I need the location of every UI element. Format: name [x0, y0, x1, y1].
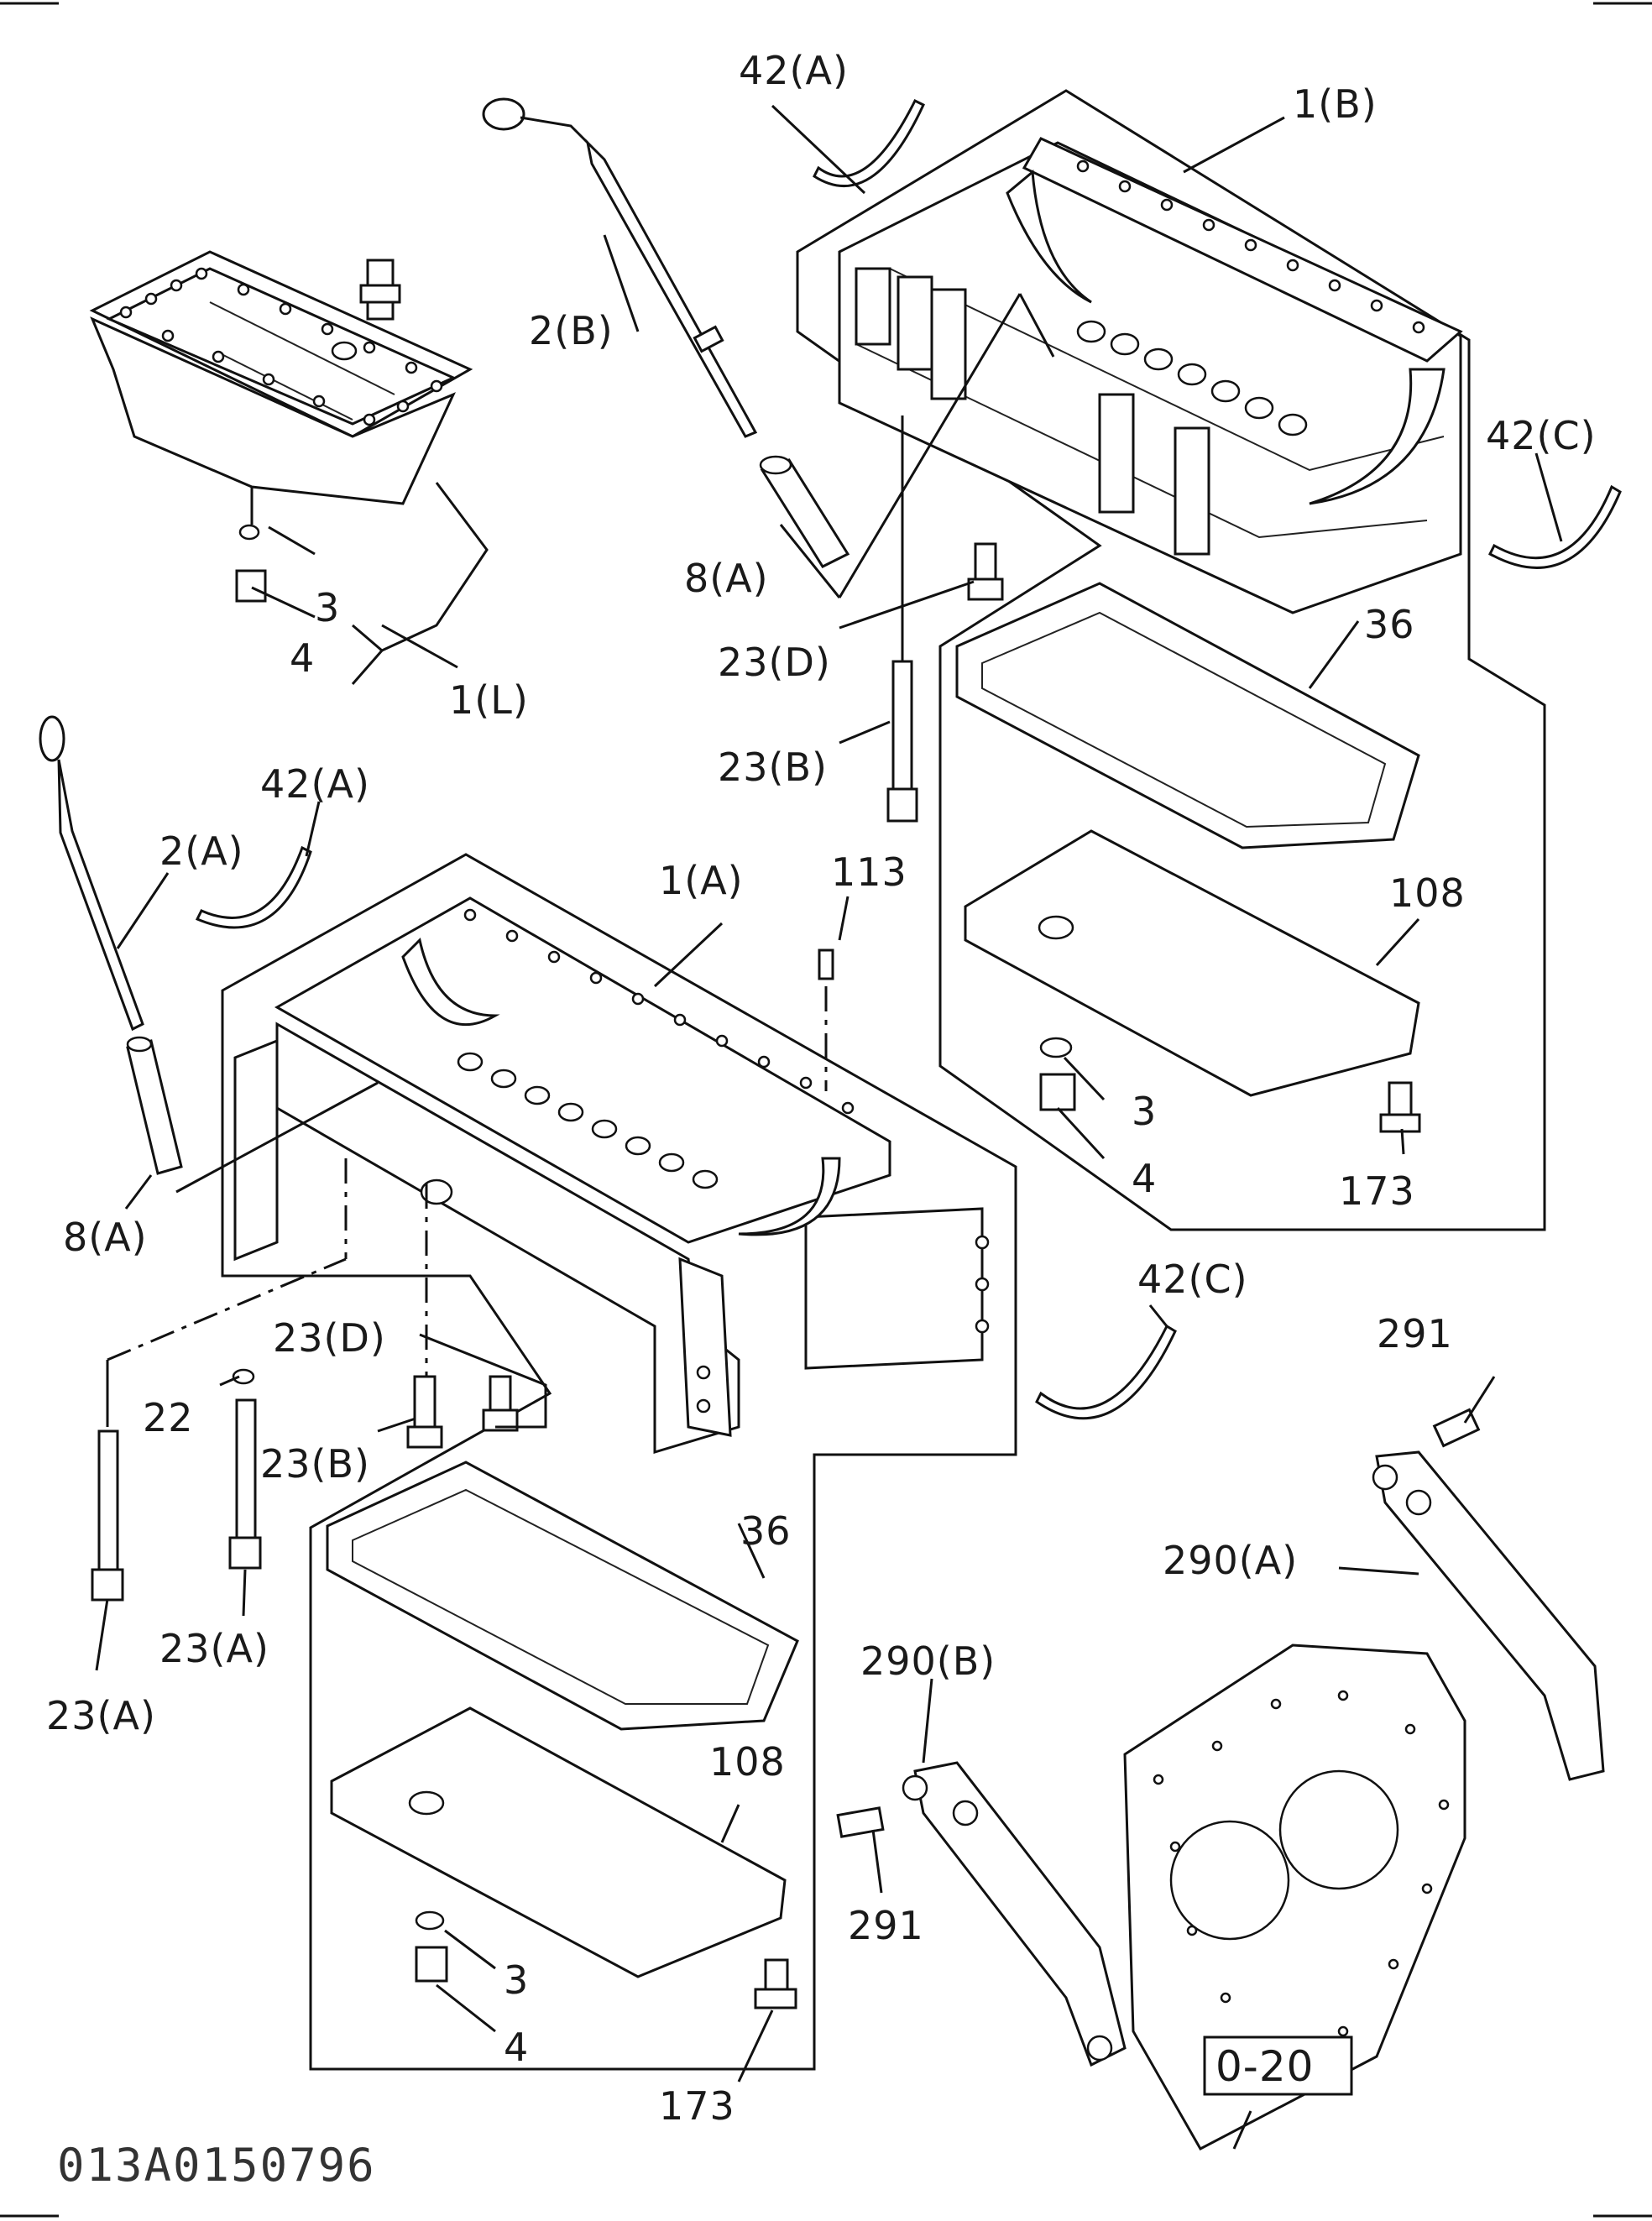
label-4-bottom: 4 — [504, 2025, 529, 2070]
label-2a: 2(A) — [159, 828, 244, 874]
label-1a: 1(A) — [659, 858, 744, 903]
bracket-290b-part — [836, 1761, 1127, 2067]
reference-box: 0-20 — [1203, 2035, 1353, 2096]
label-290a: 290(A) — [1163, 1538, 1298, 1583]
label-1l: 1(L) — [449, 677, 529, 723]
small-oil-pan-part — [89, 250, 473, 603]
label-113: 113 — [831, 849, 907, 895]
plate-108-bottom — [330, 1706, 787, 1978]
label-42c-top: 42(C) — [1486, 413, 1597, 458]
label-173-bottom: 173 — [659, 2083, 735, 2129]
dipstick-2a-part — [39, 715, 144, 1032]
label-23a-mid: 23(A) — [159, 1626, 269, 1671]
label-291-top: 291 — [1377, 1311, 1453, 1356]
pin-113 — [818, 948, 834, 980]
label-3-right: 3 — [1132, 1089, 1157, 1134]
label-42c-mid: 42(C) — [1137, 1257, 1248, 1302]
oring-top-right — [1039, 1037, 1073, 1058]
label-1b: 1(B) — [1293, 81, 1378, 127]
document-code: 013A0150796 — [57, 2139, 376, 2192]
label-22: 22 — [143, 1395, 194, 1440]
label-2b: 2(B) — [529, 308, 614, 353]
washer-22 — [232, 1368, 255, 1385]
oring-bottom — [415, 1910, 445, 1931]
label-23a-left: 23(A) — [46, 1693, 156, 1738]
small-oring — [238, 524, 260, 541]
gasket-36-top — [955, 582, 1420, 849]
label-290b: 290(B) — [860, 1638, 996, 1684]
bolts-top — [886, 415, 1004, 823]
bolts-left — [91, 1158, 519, 1602]
label-4-right: 4 — [1132, 1156, 1157, 1201]
reference-box-label: 0-20 — [1215, 2042, 1314, 2091]
arc-seals — [195, 98, 1622, 1420]
oil-pan-1b-group — [796, 89, 1546, 1231]
label-291-bottom: 291 — [848, 1903, 924, 1948]
callout-labels: 42(A) 1(B) 2(B) 42(C) 8(A) 3 4 1(L) 23(D… — [46, 48, 1597, 2129]
label-108-top: 108 — [1389, 870, 1466, 916]
guide-tube-left-part — [126, 1036, 183, 1175]
label-3-bottom: 3 — [504, 1957, 529, 2003]
label-42a-top: 42(A) — [739, 48, 849, 93]
label-4-top-left: 4 — [290, 635, 315, 681]
label-23d-mid: 23(D) — [273, 1315, 386, 1361]
label-173-right: 173 — [1339, 1168, 1415, 1214]
label-42a-mid: 42(A) — [260, 761, 370, 807]
gasket-36-bottom — [326, 1461, 799, 1731]
label-8a-left: 8(A) — [63, 1215, 148, 1260]
label-23b-mid: 23(B) — [260, 1441, 370, 1487]
dipstick-2b-part — [482, 97, 758, 438]
oil-pan-1a-group — [221, 853, 1017, 2071]
label-23b-top: 23(B) — [718, 745, 828, 790]
label-8a-top: 8(A) — [684, 556, 769, 601]
flywheel-housing-part — [1123, 1644, 1466, 2150]
leader-lines — [95, 104, 1563, 2150]
bracket-290a-part — [1372, 1408, 1605, 1781]
label-23d-top: 23(D) — [718, 640, 831, 685]
small-drain-plug — [235, 569, 267, 603]
guide-tube-top-part — [759, 455, 850, 568]
label-36-top: 36 — [1364, 602, 1415, 647]
label-3-top-left: 3 — [315, 585, 340, 630]
label-36-bottom: 36 — [740, 1508, 792, 1554]
label-108-bottom: 108 — [709, 1739, 786, 1785]
plate-108-top — [964, 829, 1420, 1097]
